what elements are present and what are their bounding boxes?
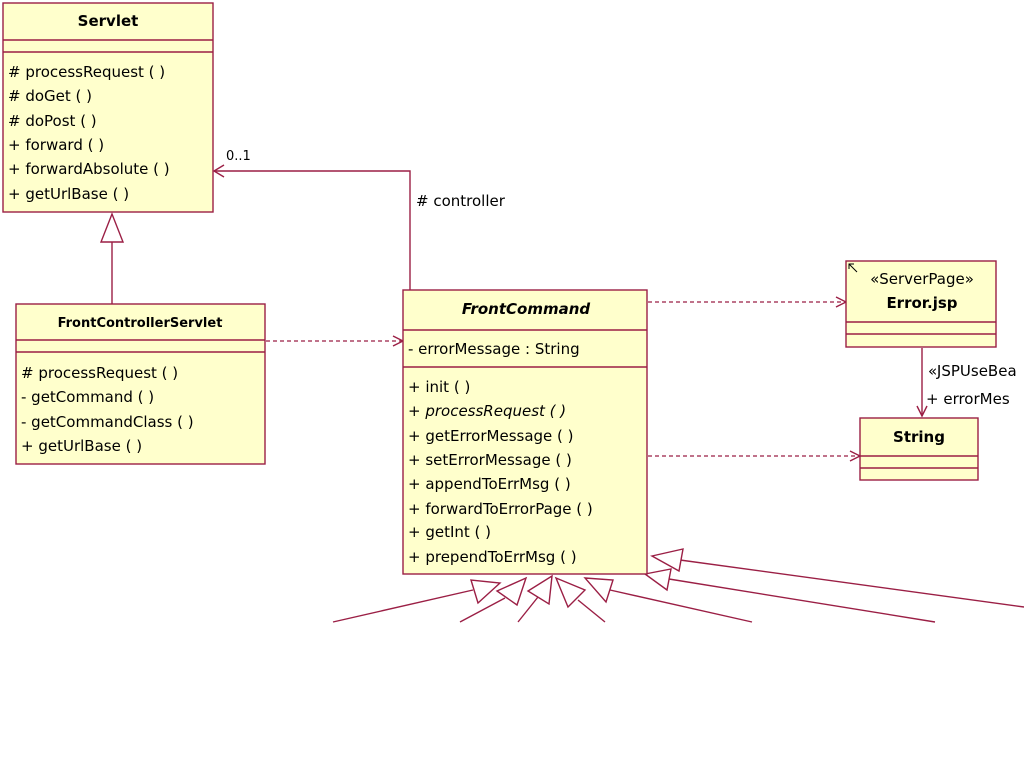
class-name: Error.jsp [886,294,957,312]
method-item: + prependToErrMsg ( ) [408,548,577,566]
generalization-subclass-3[interactable] [517,574,553,623]
method-item: + init ( ) [408,378,470,396]
method-item: # processRequest ( ) [21,364,178,382]
method-item: + getInt ( ) [408,523,491,541]
method-item: + appendToErrMsg ( ) [408,475,571,493]
class-frontcommand[interactable]: FrontCommand - errorMessage : String + i… [402,289,648,575]
generalization-subclass-4[interactable] [554,576,606,623]
dependency-frontcommand-string[interactable] [648,450,862,462]
method-item: # processRequest ( ) [8,63,165,81]
method-item: - getCommandClass ( ) [21,413,194,431]
generalization-arrowhead [99,212,125,243]
method-item: + forwardToErrorPage ( ) [408,500,593,518]
controller-multiplicity: 0..1 [226,149,251,164]
generalization-subclass-5[interactable] [583,577,753,623]
class-servlet[interactable]: Servlet # processRequest ( ) # doGet ( )… [2,2,214,213]
jspusebean-stereotype-label: «JSPUseBea [928,362,1017,380]
serverpage-corner-icon [848,263,858,273]
error-message-role-label: + errorMes [926,390,1010,408]
generalization-subclass-7[interactable] [650,548,1024,608]
generalization-subclass-6[interactable] [643,568,936,623]
method-item: + getUrlBase ( ) [8,185,129,203]
generalization-subclass-1[interactable] [332,579,502,623]
method-item: + getUrlBase ( ) [21,437,142,455]
method-item: + forward ( ) [8,136,104,154]
class-name: Servlet [78,12,139,30]
class-name: FrontControllerServlet [58,316,223,331]
controller-role-label: # controller [416,192,506,210]
class-stereotype: «ServerPage» [870,270,974,288]
class-errorjsp[interactable]: «ServerPage» Error.jsp [845,260,997,348]
association-jspusebean[interactable] [916,348,928,418]
class-name: String [893,428,945,446]
method-item: # doGet ( ) [8,87,92,105]
method-item: + setErrorMessage ( ) [408,451,572,469]
method-item: - getCommand ( ) [21,388,154,406]
dependency-frontcontrollerservlet-frontcommand[interactable] [266,335,405,347]
generalization-subclass-2[interactable] [459,576,528,623]
method-item: # doPost ( ) [8,112,97,130]
class-frontcontrollerservlet[interactable]: FrontControllerServlet # processRequest … [15,303,266,465]
method-item: + forwardAbsolute ( ) [8,160,170,178]
attribute-item: - errorMessage : String [408,340,580,358]
method-item: + getErrorMessage ( ) [408,427,574,445]
generalization-frontcontrollerservlet-servlet[interactable] [99,212,125,304]
navigability-arrowhead [212,164,225,178]
class-name: FrontCommand [462,300,591,318]
dependency-frontcommand-errorjsp[interactable] [648,296,848,308]
association-controller[interactable] [212,164,411,292]
abstract-method-item: + processRequest ( ) [408,402,566,420]
class-string[interactable]: String [859,417,979,481]
